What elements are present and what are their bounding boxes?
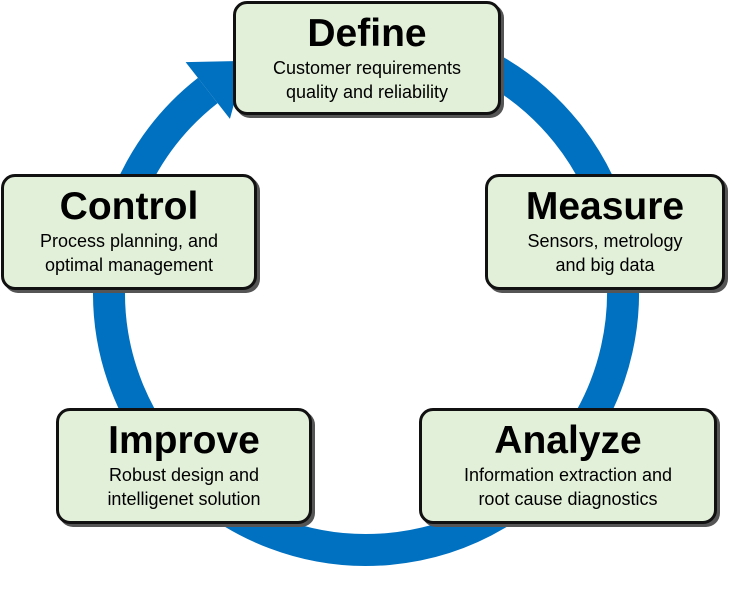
- step-desc-line: root cause diagnostics: [478, 489, 658, 509]
- step-title: Improve: [108, 419, 260, 462]
- step-measure: Measure Sensors, metrology and big data: [485, 174, 725, 290]
- step-desc-line: intelligenet solution: [107, 489, 261, 509]
- step-desc-line: Robust design and: [108, 465, 260, 485]
- step-title: Analyze: [494, 419, 642, 462]
- step-improve: Improve Robust design and intelligenet s…: [56, 408, 312, 524]
- step-desc-line: Sensors, metrology: [527, 231, 683, 251]
- step-title: Measure: [525, 185, 685, 228]
- step-desc-line: quality and reliability: [285, 82, 449, 102]
- step-desc-line: and big data: [555, 255, 655, 275]
- step-control: Control Process planning, and optimal ma…: [1, 174, 257, 290]
- step-analyze: Analyze Information extraction and root …: [419, 408, 717, 524]
- step-define: Define Customer requirements quality and…: [233, 1, 501, 115]
- step-desc-line: Information extraction and: [463, 465, 673, 485]
- step-desc-line: Customer requirements: [272, 58, 462, 78]
- arrowhead-icon: [185, 60, 246, 119]
- step-desc-line: Process planning, and: [39, 231, 219, 251]
- step-title: Define: [307, 12, 427, 55]
- step-title: Control: [59, 185, 199, 228]
- step-desc-line: optimal management: [44, 255, 214, 275]
